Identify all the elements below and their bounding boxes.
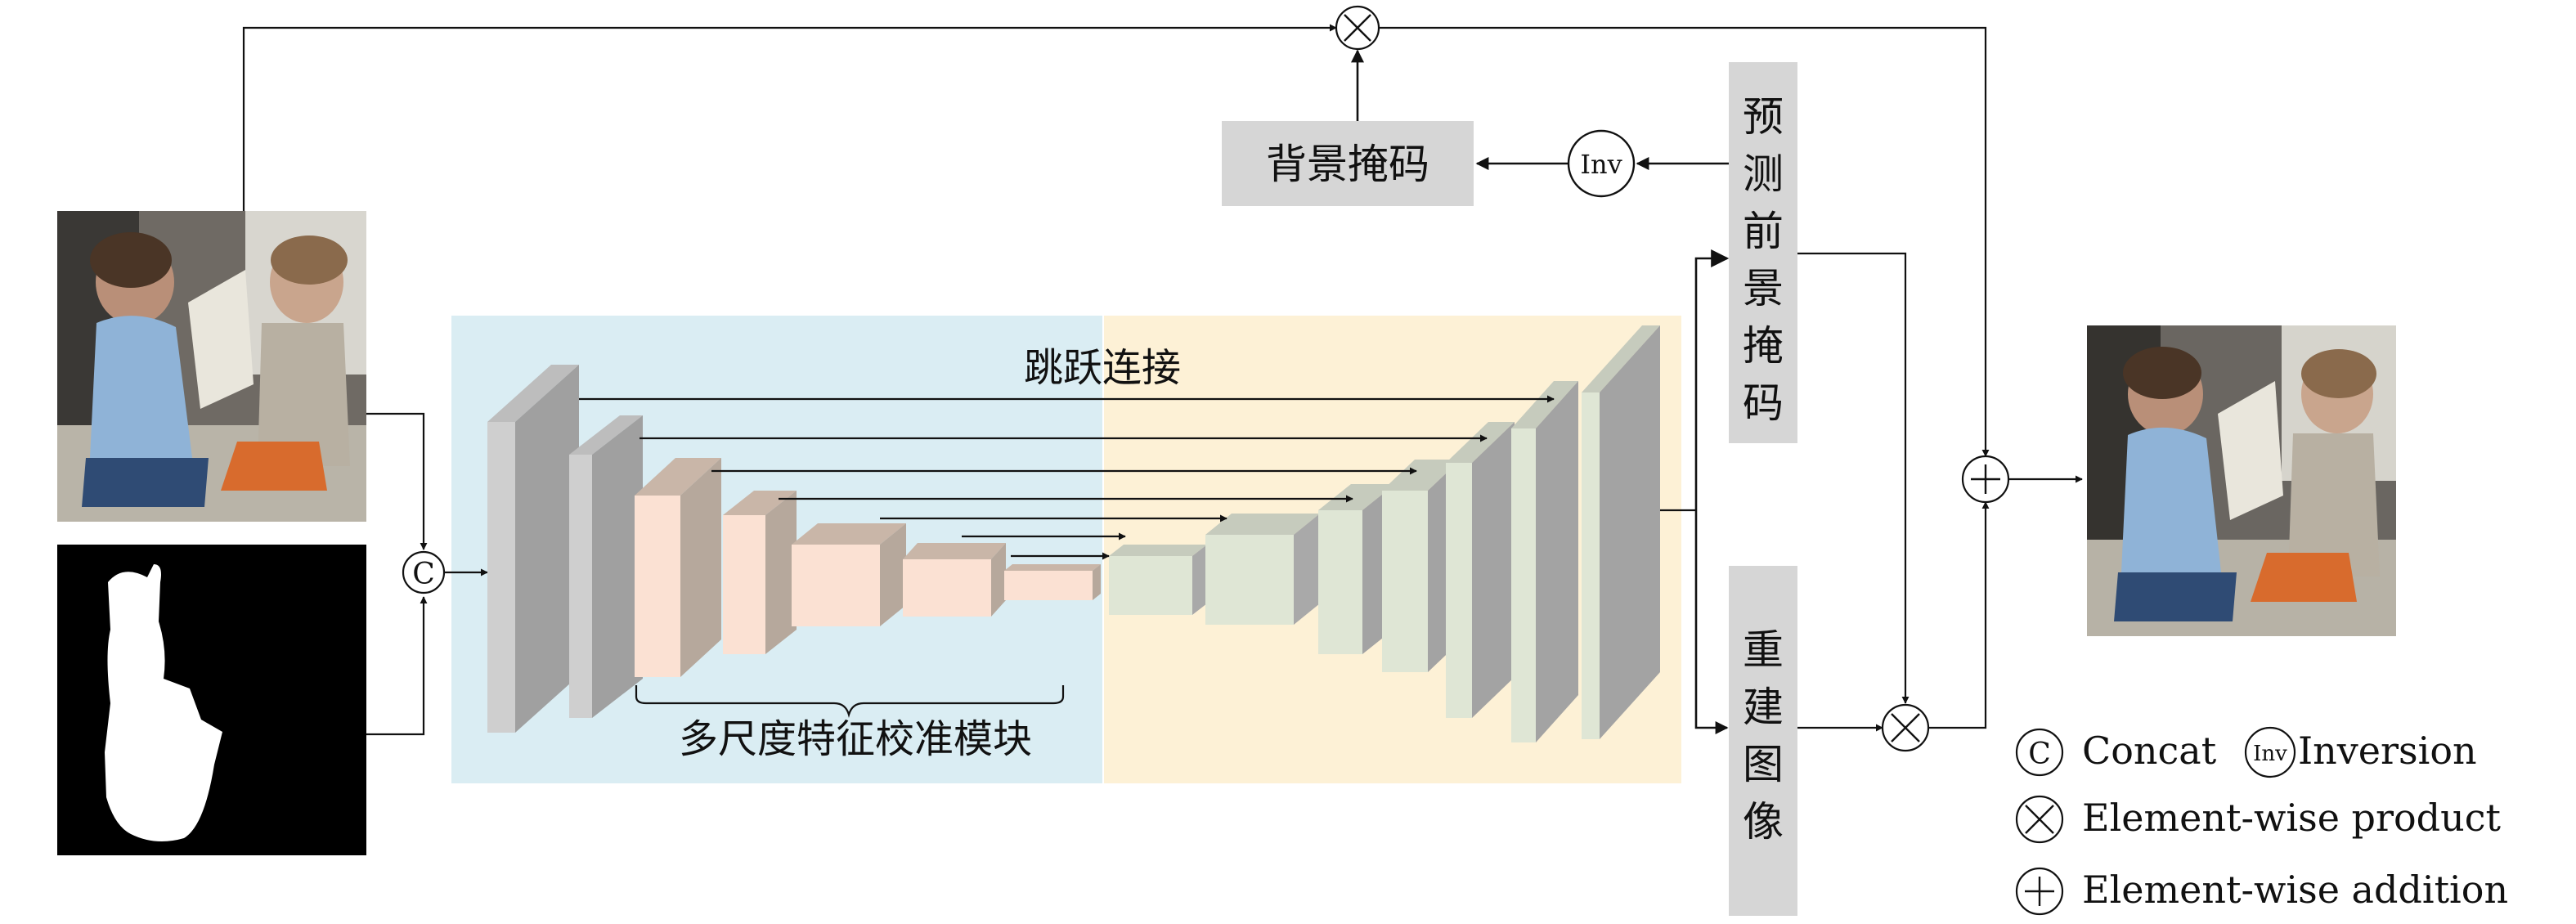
output-image [2087, 325, 2396, 636]
addition-node [1961, 455, 2010, 504]
feature-block-12 [1446, 422, 1515, 718]
feature-block-8 [1109, 545, 1207, 615]
image-top-path [242, 24, 1337, 211]
decoder-to-recon-arrow [1694, 510, 1729, 734]
predicted-foreground-mask-label: 预测前景掩码 [1743, 93, 1784, 427]
legend-addition-icon [2015, 867, 2064, 916]
legend-inversion-label: Inversion [2298, 729, 2477, 773]
svg-text:C: C [2028, 738, 2051, 771]
skip-connection-label: 跳跃连接 [1024, 345, 1181, 391]
feature-block-6 [903, 543, 1006, 617]
svg-text:Inv: Inv [2253, 742, 2287, 766]
concat-symbol: C [412, 558, 435, 591]
msfc-brace [635, 685, 1065, 718]
mask-to-concat-connector [366, 596, 428, 736]
background-mask-label: 背景掩码 [1266, 141, 1429, 188]
feature-block-4 [723, 491, 797, 654]
input-mask [57, 545, 366, 855]
legend: C Concat Inv Inversion Element-wise prod… [2015, 726, 2508, 916]
bottom-product-node [1881, 703, 1930, 752]
product-to-addition-path [1379, 26, 1990, 457]
feature-block-14 [1582, 325, 1660, 739]
input-image [57, 211, 366, 522]
top-product-node [1335, 5, 1380, 51]
legend-inversion-icon: Inv [2244, 726, 2296, 778]
decoder-to-fgmask-arrow [1694, 249, 1730, 510]
legend-product-icon [2015, 795, 2064, 844]
feature-block-2 [569, 415, 643, 718]
feature-block-1 [487, 365, 579, 733]
background-mask-box [1222, 121, 1474, 206]
predicted-foreground-mask-box [1729, 62, 1797, 443]
feature-block-3 [635, 458, 721, 677]
encoder-decoder-blocks [487, 325, 1660, 742]
inversion-symbol: Inv [1580, 149, 1622, 180]
reconstructed-image-box [1729, 566, 1797, 916]
feature-block-5 [792, 523, 906, 626]
image-to-concat-connector [366, 412, 428, 550]
legend-concat-label: Concat [2082, 729, 2217, 773]
fgmask-to-product-path [1797, 252, 1910, 704]
legend-concat-icon: C [2015, 728, 2064, 777]
inversion-node: Inv [1567, 129, 1636, 198]
legend-addition-label: Element-wise addition [2082, 868, 2508, 912]
feature-block-7 [1004, 564, 1101, 600]
msfc-module-label: 多尺度特征校准模块 [679, 716, 1032, 762]
concat-node: C [402, 550, 446, 594]
feature-block-9 [1205, 514, 1320, 625]
skip-connections [579, 395, 1555, 560]
feature-block-13 [1511, 381, 1578, 742]
reconstructed-image-label: 重建图像 [1743, 626, 1784, 846]
product-to-addition-bottom-path [1928, 501, 1990, 729]
legend-product-label: Element-wise product [2082, 796, 2502, 840]
